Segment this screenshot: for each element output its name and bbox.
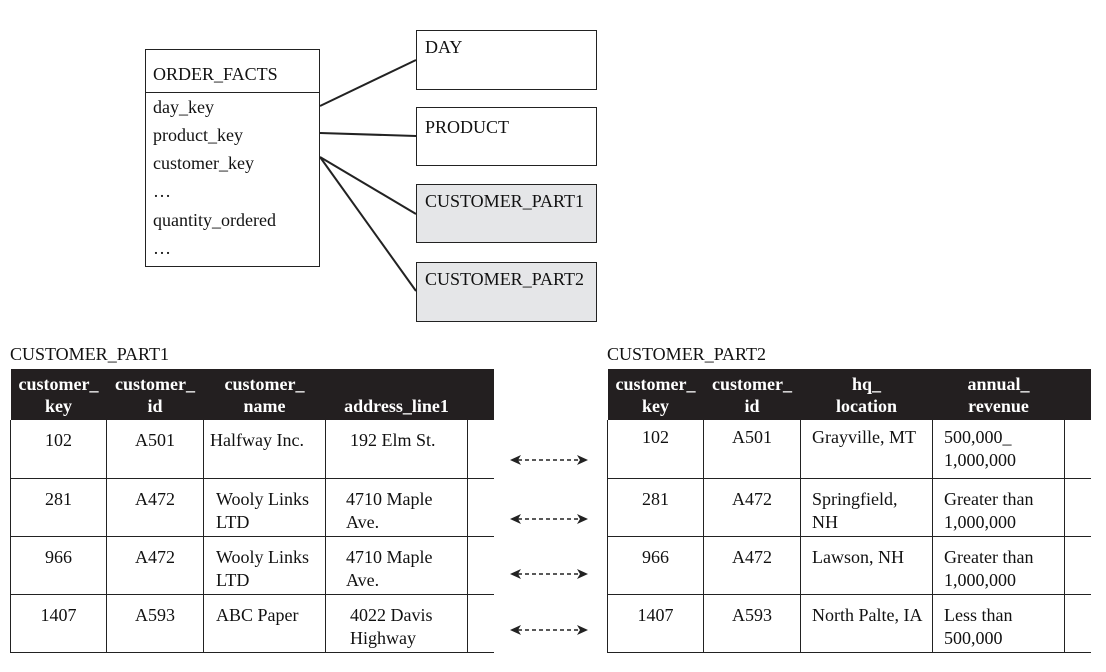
cell-customer-key: 281 (607, 478, 704, 537)
cell-filler (467, 478, 494, 537)
cell-address-line1: 192 Elm St. (325, 420, 468, 479)
cell-customer-id: A501 (106, 420, 204, 479)
connector-day (319, 59, 417, 107)
customer-part2-table: customer_key customer_id hq_location ann… (607, 369, 1091, 653)
cell-hq-location: Springfield, NH (800, 478, 933, 537)
customer-part2-dimension-label: CUSTOMER_PART2 (425, 269, 584, 289)
customer-part2-caption: CUSTOMER_PART2 (607, 344, 766, 364)
customer-part1-dimension-box: CUSTOMER_PART1 (416, 184, 597, 243)
table-row: 281 A472 Springfield, NH Greater than 1,… (607, 478, 1091, 537)
cell-filler (1064, 594, 1091, 653)
cell-customer-name: Halfway Inc. (203, 420, 326, 479)
fact-field-ellipsis-1: … (153, 181, 171, 201)
header-filler (467, 369, 494, 420)
customer-part2-dimension-box: CUSTOMER_PART2 (416, 262, 597, 322)
connector-lines (319, 59, 417, 292)
table-row: 1407 A593 ABC Paper 4022 Davis Highway (10, 594, 494, 653)
customer-part1-caption: CUSTOMER_PART1 (10, 344, 169, 364)
cell-customer-id: A501 (703, 420, 801, 479)
cell-filler (1064, 536, 1091, 595)
cell-customer-key: 966 (607, 536, 704, 595)
table-row: 1407 A593 North Palte, IA Less than 500,… (607, 594, 1091, 653)
product-dimension-label: PRODUCT (425, 117, 510, 137)
cell-filler (467, 536, 494, 595)
cell-annual-revenue: Greater than 1,000,000 (932, 536, 1065, 595)
cell-customer-id: A472 (106, 536, 204, 595)
cell-customer-id: A472 (703, 478, 801, 537)
customer-part1-table: customer_key customer_id customer_name a… (10, 369, 494, 653)
day-dimension-label: DAY (425, 37, 463, 57)
header-address-line1: address_line1 (325, 369, 468, 420)
fact-field-ellipsis-2: … (153, 238, 171, 258)
fact-field-quantity-ordered: quantity_ordered (153, 210, 276, 230)
row-link-arrow (510, 514, 588, 524)
header-customer-id: customer_id (703, 369, 801, 420)
header-customer-id: customer_id (106, 369, 204, 420)
cell-customer-key: 1407 (607, 594, 704, 653)
cell-customer-key: 281 (10, 478, 107, 537)
cell-customer-key: 966 (10, 536, 107, 595)
cell-hq-location: Lawson, NH (800, 536, 933, 595)
cell-filler (467, 420, 494, 479)
header-filler (1064, 369, 1091, 420)
header-customer-key: customer_key (607, 369, 704, 420)
connector-customer-part1 (319, 156, 417, 215)
cell-customer-id: A472 (106, 478, 204, 537)
cell-address-line1: 4022 Davis Highway (325, 594, 468, 653)
connector-customer-part2 (319, 156, 417, 292)
order-facts-title: ORDER_FACTS (153, 64, 278, 84)
cell-annual-revenue: Greater than 1,000,000 (932, 478, 1065, 537)
cell-customer-id: A593 (106, 594, 204, 653)
order-facts-divider (146, 92, 319, 93)
cell-address-line1: 4710 Maple Ave. (325, 478, 468, 537)
cell-customer-id: A593 (703, 594, 801, 653)
cell-hq-location: Grayville, MT (800, 420, 933, 479)
header-annual-revenue: annual_revenue (932, 369, 1065, 420)
cell-filler (467, 594, 494, 653)
table-row: 102 A501 Halfway Inc. 192 Elm St. (10, 420, 494, 479)
header-customer-name: customer_name (203, 369, 326, 420)
customer-part1-dimension-label: CUSTOMER_PART1 (425, 191, 584, 211)
fact-field-customer-key: customer_key (153, 153, 254, 173)
cell-filler (1064, 420, 1091, 479)
cell-annual-revenue: 500,000_ 1,000,000 (932, 420, 1065, 479)
connector-product (319, 132, 417, 137)
cell-customer-id: A472 (703, 536, 801, 595)
day-dimension-box: DAY (416, 30, 597, 90)
fact-field-product-key: product_key (153, 125, 243, 145)
cell-hq-location: North Palte, IA (800, 594, 933, 653)
table-row: 966 A472 Wooly Links LTD 4710 Maple Ave. (10, 536, 494, 595)
cell-address-line1: 4710 Maple Ave. (325, 536, 468, 595)
header-hq-location: hq_location (800, 369, 933, 420)
table-header-row: customer_key customer_id customer_name a… (10, 369, 494, 420)
table-row: 966 A472 Lawson, NH Greater than 1,000,0… (607, 536, 1091, 595)
cell-customer-key: 102 (607, 420, 704, 479)
cell-customer-name: ABC Paper (203, 594, 326, 653)
cell-customer-key: 1407 (10, 594, 107, 653)
table-row: 281 A472 Wooly Links LTD 4710 Maple Ave. (10, 478, 494, 537)
row-link-arrow (510, 569, 588, 579)
row-link-arrow (510, 625, 588, 635)
row-link-arrow (510, 455, 588, 465)
cell-customer-name: Wooly Links LTD (203, 478, 326, 537)
table-header-row: customer_key customer_id hq_location ann… (607, 369, 1091, 420)
cell-filler (1064, 478, 1091, 537)
order-facts-box: ORDER_FACTS day_key product_key customer… (145, 49, 320, 267)
table-row: 102 A501 Grayville, MT 500,000_ 1,000,00… (607, 420, 1091, 479)
cell-customer-name: Wooly Links LTD (203, 536, 326, 595)
cell-annual-revenue: Less than 500,000 (932, 594, 1065, 653)
product-dimension-box: PRODUCT (416, 107, 597, 166)
header-customer-key: customer_key (10, 369, 107, 420)
cell-customer-key: 102 (10, 420, 107, 479)
fact-field-day-key: day_key (153, 97, 214, 117)
